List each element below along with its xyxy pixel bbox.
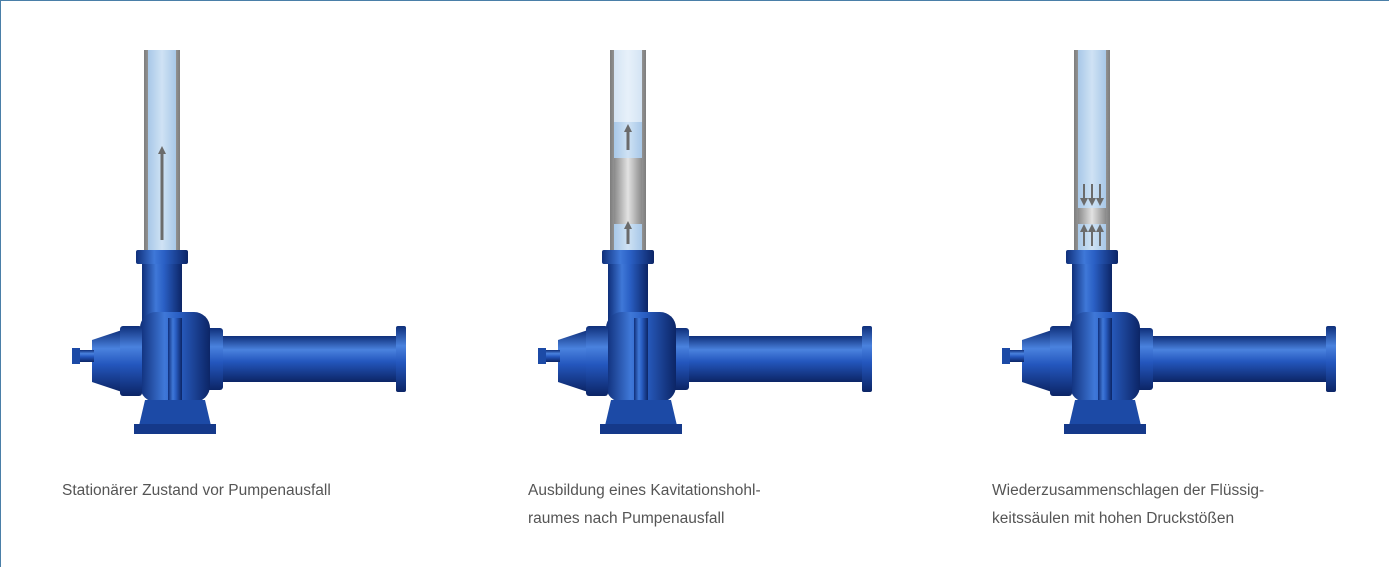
panel-stationary: Stationärer Zustand vor Pumpenausfall xyxy=(0,0,463,567)
pump-diagram-cavity xyxy=(538,50,872,434)
caption-line: raumes nach Pumpenausfall xyxy=(528,510,725,527)
pump-diagram-collapse xyxy=(1002,50,1336,434)
pressure-arrows-icon xyxy=(1080,184,1104,246)
caption-collapse: Wiederzusammenschlagen der Flüssig- keit… xyxy=(992,477,1352,533)
panel-collapse: Wiederzusammenschlagen der Flüssig- keit… xyxy=(930,0,1389,567)
caption-cavity: Ausbildung eines Kavitationshohl- raumes… xyxy=(528,477,888,533)
caption-line: keitssäulen mit hohen Druckstößen xyxy=(992,510,1235,527)
pump-illustration xyxy=(72,250,406,434)
cavity-region xyxy=(1078,208,1106,224)
caption-stationary: Stationärer Zustand vor Pumpenausfall xyxy=(62,477,422,505)
riser-pipe xyxy=(1074,50,1110,256)
pump-diagram-stationary xyxy=(72,50,406,434)
pump-illustration xyxy=(538,250,872,434)
pump-illustration xyxy=(1002,250,1336,434)
panel-cavity: Ausbildung eines Kavitationshohl- raumes… xyxy=(466,0,929,567)
caption-line: Stationärer Zustand vor Pumpenausfall xyxy=(62,482,331,499)
cavity-region xyxy=(614,158,642,224)
caption-line: Ausbildung eines Kavitationshohl- xyxy=(528,482,761,499)
caption-line: Wiederzusammenschlagen der Flüssig- xyxy=(992,482,1265,499)
